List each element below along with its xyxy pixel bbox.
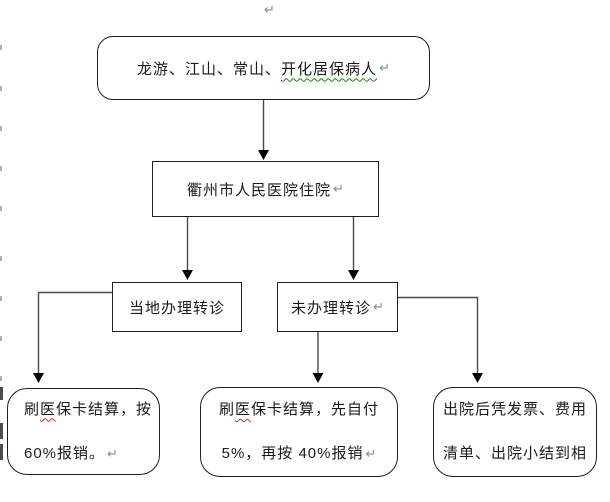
return-mark: ↵ <box>333 181 344 196</box>
reimburse-40-line2: 5%，再按 40%报销↵ <box>222 444 377 464</box>
margin-artifact <box>0 387 3 400</box>
margin-artifact <box>0 45 2 50</box>
reimburse-40-line1-pre: 刷 <box>218 401 235 418</box>
margin-artifact <box>0 126 2 131</box>
margin-artifact <box>0 336 2 341</box>
hospital-box: 衢州市人民医院住院↵ <box>152 161 379 217</box>
margin-artifact <box>0 376 2 381</box>
patients-box-text-flagged: 开化居保病人 <box>281 60 378 78</box>
reimburse-60-box: 刷医保卡结算，按 60%报销。↵ <box>7 388 160 475</box>
margin-artifact <box>0 166 2 171</box>
reimburse-40-line1: 刷医保卡结算，先自付 <box>219 400 379 420</box>
elbow-no-referral-to-discharge <box>398 296 479 374</box>
margin-artifact <box>0 296 2 301</box>
reimburse-40-line2-text: 5%，再按 40%报销 <box>221 445 364 462</box>
elbow-local-referral-to-reimburse60 <box>37 291 112 374</box>
margin-artifact <box>0 444 3 460</box>
discharge-documents-box: 出院后凭发票、费用 清单、出院小结到相 <box>433 387 597 477</box>
reimburse-40-line1-flagged: 医 <box>234 401 251 418</box>
patients-box-text: 龙游、江山、常山、 <box>137 60 282 78</box>
return-mark: ↵ <box>107 445 118 461</box>
arrowhead-patients-to-hospital <box>258 150 269 160</box>
margin-artifact <box>0 86 2 91</box>
discharge-line2: 清单、出院小结到相 <box>442 445 587 462</box>
reimburse-60-line1: 刷医保卡结算，按 <box>24 400 152 420</box>
reimburse-60-line1-pre: 刷 <box>24 400 41 418</box>
reimburse-60-line1-post: 保卡结算，按 <box>56 400 153 418</box>
reimburse-40-line1-post: 保卡结算，先自付 <box>251 401 380 418</box>
reimburse-60-line2-text: 60%报销。 <box>24 444 106 462</box>
margin-artifact <box>0 256 2 261</box>
no-referral-box: 未办理转诊↵ <box>277 282 398 332</box>
return-mark: ↵ <box>365 446 377 461</box>
hospital-box-text: 衢州市人民医院住院 <box>187 181 332 199</box>
margin-artifact <box>0 206 2 211</box>
arrowhead-reimburse40 <box>312 373 324 383</box>
local-referral-box: 当地办理转诊 <box>112 282 242 332</box>
return-mark: ↵ <box>379 60 390 75</box>
local-referral-box-text: 当地办理转诊 <box>128 299 225 317</box>
reimburse-60-line1-flagged: 医 <box>40 400 57 418</box>
arrowhead-hospital-to-no-referral <box>348 270 359 280</box>
patients-box: 龙游、江山、常山、开化居保病人↵ <box>97 36 430 100</box>
reimburse-40-box: 刷医保卡结算，先自付 5%，再按 40%报销↵ <box>200 387 398 477</box>
discharge-line1: 出院后凭发票、费用 <box>442 401 587 418</box>
return-mark: ↵ <box>373 299 384 314</box>
paragraph-return-mark: ↵ <box>264 2 275 17</box>
reimburse-60-line2: 60%报销。↵ <box>24 444 118 464</box>
arrowhead-hospital-to-local-referral <box>182 270 193 280</box>
no-referral-box-text: 未办理转诊 <box>291 299 372 317</box>
arrowhead-discharge <box>472 373 483 383</box>
margin-artifact <box>0 423 3 439</box>
arrowhead-reimburse60 <box>33 373 44 383</box>
